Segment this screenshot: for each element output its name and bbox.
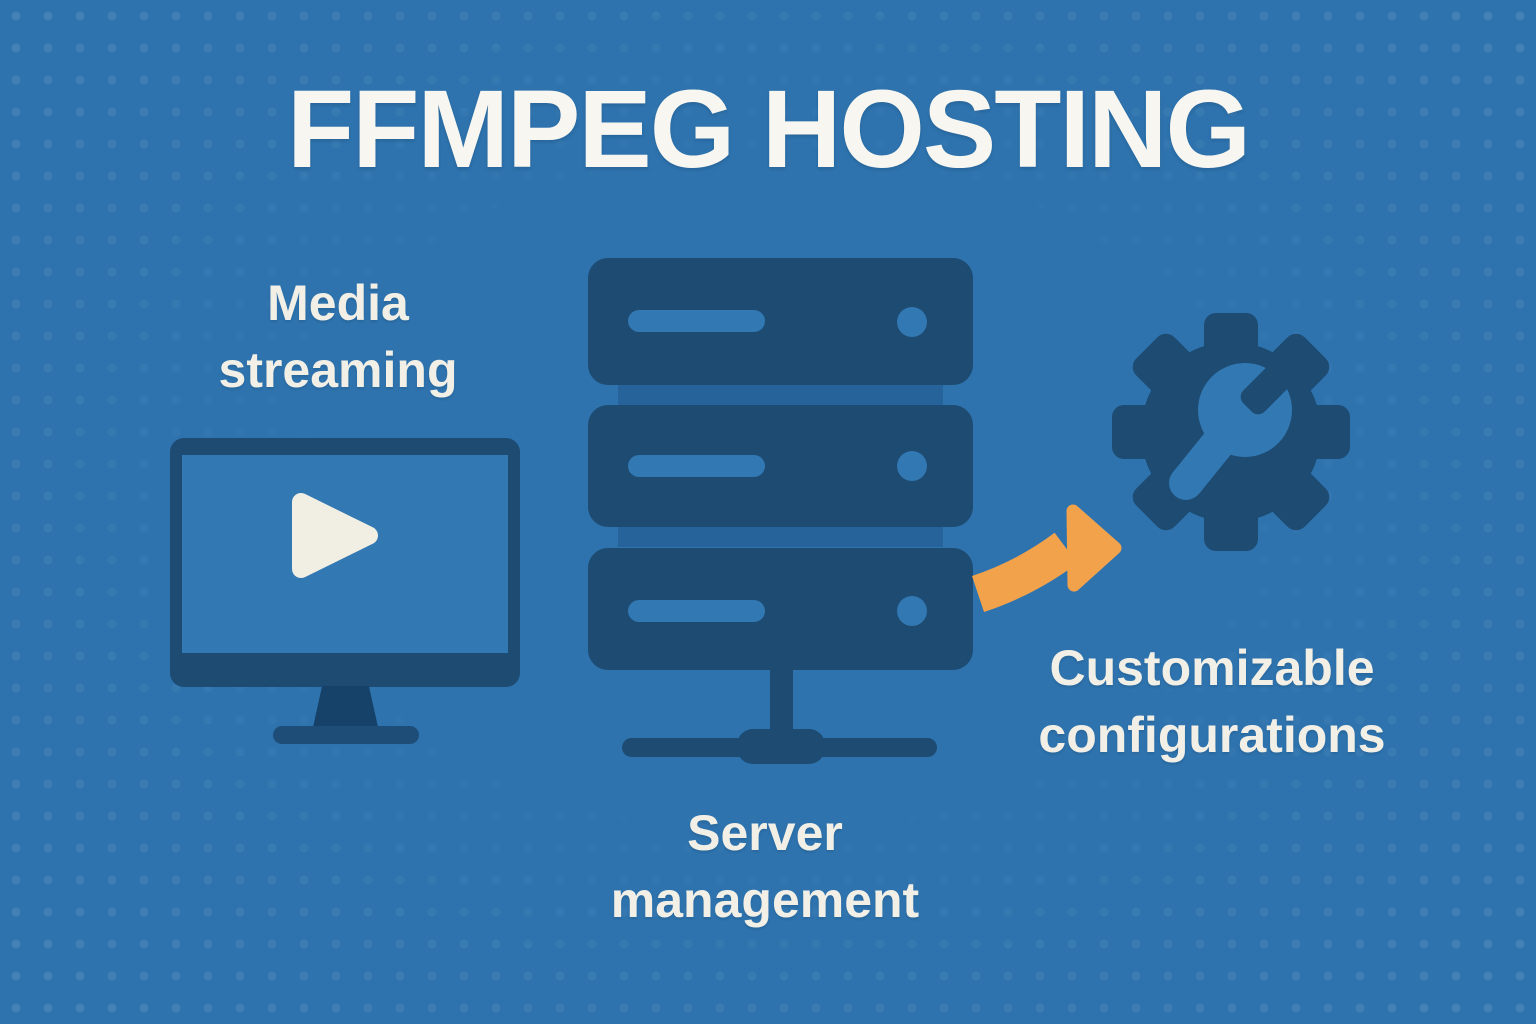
network-node (737, 729, 825, 764)
monitor-play-icon (170, 438, 520, 744)
server-led (897, 451, 927, 481)
server-stack-icon (588, 258, 973, 764)
page-title: FFMPEG HOSTING (287, 68, 1251, 191)
server-drive-slot (628, 600, 765, 622)
curved-arrow-icon (971, 504, 1122, 613)
server-connector-band (618, 384, 943, 405)
media-streaming-label: Media streaming (128, 270, 548, 404)
network-stem (770, 665, 793, 735)
server-led (897, 307, 927, 337)
play-icon (292, 493, 378, 578)
media-streaming-label-line2: streaming (218, 342, 458, 398)
server-drive-slot (628, 455, 765, 477)
gear-wrench-icon (1112, 313, 1350, 551)
server-drive-slot (628, 310, 765, 332)
server-management-label-line1: Server (687, 805, 843, 861)
media-streaming-label-line1: Media (267, 275, 409, 331)
server-management-label-line2: management (610, 872, 920, 928)
wrench-cutout (1169, 349, 1306, 500)
server-management-label: Server management (555, 800, 975, 934)
customizable-configurations-label: Customizable configurations (1002, 635, 1422, 769)
customizable-configurations-label-line2: configurations (1038, 707, 1386, 763)
monitor-stand-neck (313, 686, 378, 727)
customizable-configurations-label-line1: Customizable (1049, 640, 1375, 696)
monitor-stand-base (273, 726, 419, 744)
server-connector-band (618, 526, 943, 547)
server-led (897, 596, 927, 626)
